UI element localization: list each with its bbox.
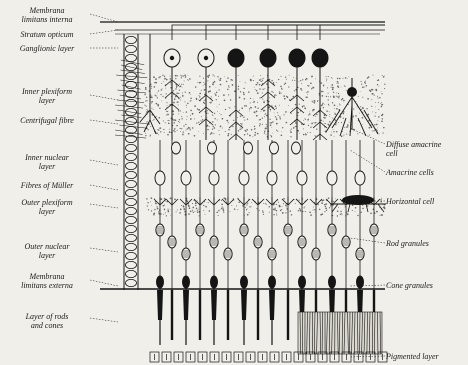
ganglion-cell [260, 25, 385, 140]
leader-line-right [350, 238, 385, 243]
bipolar-column [154, 140, 166, 290]
label-pigmented-layer: Pigmented layer [386, 352, 468, 361]
label-amacrine-cells: Amacrine cells [386, 168, 468, 177]
leader-line-left [90, 30, 118, 34]
cone-cell [156, 276, 164, 346]
leader-line-right [350, 285, 385, 286]
leader-line-left [90, 160, 118, 165]
label-layer-of-rods-and-cones: Layer of rods and cones [2, 312, 92, 330]
rod-cell [227, 290, 229, 340]
inner-plexiform-stipple [144, 74, 385, 137]
amacrine-cell [270, 142, 279, 154]
rod-cell [199, 290, 201, 340]
centrifugal-fibre [140, 34, 160, 134]
bipolar-column [252, 140, 264, 290]
fibre-of-muller [115, 34, 148, 290]
label-ganglionic-layer: Ganglionic layer [2, 44, 92, 53]
leader-line-left [90, 204, 118, 208]
leader-line-left [90, 248, 118, 252]
rod-cell [287, 290, 289, 340]
ganglion-cell [198, 25, 385, 140]
amacrine-cell [244, 142, 253, 154]
label-outer-nuclear-layer: Outer nuclear layer [2, 242, 92, 260]
amacrine-cell [208, 142, 217, 154]
bipolar-column [326, 140, 338, 290]
leader-line-left [90, 95, 118, 100]
amacrine-cell [292, 142, 301, 154]
label-membrana-limitans-externa: Membrana limitans externa [2, 272, 92, 290]
label-outer-plexiform-layer: Outer plexiform layer [2, 198, 92, 216]
label-centrifugal-fibre: Centrifugal fibre [2, 116, 92, 125]
leader-line-right [350, 128, 385, 144]
amacrine-cell [172, 142, 181, 154]
label-horizontal-cell: Horizontal cell [386, 197, 468, 206]
horizontal-cell [330, 195, 386, 212]
bipolar-column [222, 140, 234, 290]
cone-cell [182, 276, 190, 346]
cone-cell [240, 276, 248, 346]
bipolar-column [166, 140, 178, 290]
diffuse-amacrine-cell [326, 78, 378, 136]
bipolar-column [354, 140, 366, 290]
label-membrana-limitans-interna: Membrana limitans interna [2, 6, 92, 24]
label-inner-nuclear-layer: Inner nuclear layer [2, 153, 92, 171]
bipolar-column [208, 140, 220, 290]
leader-line-right [350, 356, 385, 357]
label-rod-granules: Rod granules [386, 239, 468, 248]
rod-cell [171, 290, 173, 340]
leader-line-left [90, 280, 118, 286]
label-cone-granules: Cone granules [386, 281, 468, 290]
ganglion-cell [312, 25, 385, 140]
bipolar-column [296, 140, 308, 290]
bipolar-column [194, 140, 206, 290]
rod-cell [257, 290, 259, 340]
leader-line-left [90, 318, 118, 322]
ganglion-cell [228, 25, 385, 140]
bipolar-column [266, 140, 278, 290]
leader-line-right [350, 150, 385, 172]
leader-line-left [90, 185, 118, 190]
label-inner-plexiform-layer: Inner plexiform layer [2, 87, 92, 105]
label-fibres-of-muller: Fibres of Müller [2, 181, 92, 190]
leader-line-left [90, 120, 118, 124]
label-stratum-opticum: Stratum opticum [2, 30, 92, 39]
cone-cell [210, 276, 218, 346]
ganglion-cell [289, 25, 385, 140]
bipolar-column [180, 140, 192, 290]
label-diffuse-amacrine-cell: Diffuse amacrine cell [386, 140, 468, 158]
leader-line-left [90, 14, 118, 22]
bipolar-column [368, 140, 380, 290]
cone-cell [268, 276, 276, 346]
retina-cells [115, 25, 387, 362]
